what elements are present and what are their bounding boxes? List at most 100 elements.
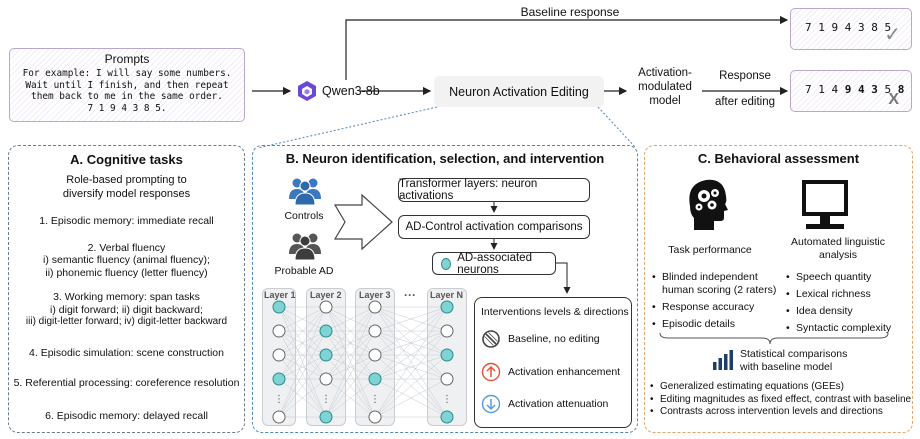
linguistic-measures-list: Speech quantity Lexical richness Idea de… <box>786 271 906 335</box>
list-item: Contrasts across intervention levels and… <box>650 406 910 419</box>
ad-neuron-node <box>368 372 382 386</box>
response-label-top: Response <box>719 70 771 82</box>
neuron-node <box>272 348 286 362</box>
network-edge <box>374 378 448 418</box>
network-edge <box>374 306 448 332</box>
panel-c-title: C. Behavioral assessment <box>697 151 860 166</box>
task-line: iii) digit-letter forward; iv) digit-let… <box>25 316 228 327</box>
panel-a-subtitle: Role-based prompting to diversify model … <box>9 174 244 201</box>
modulated-line: model <box>649 95 681 107</box>
network-edge <box>374 354 448 380</box>
network-edge <box>325 306 376 356</box>
edited-digits-end: 8 <box>897 83 905 96</box>
automated-line: Automated linguistic <box>791 236 885 248</box>
list-item: Speech quantity <box>786 271 906 284</box>
model-name: Qwen3-8b <box>322 84 380 98</box>
layer-ellipsis: ··· <box>404 288 416 302</box>
bar-chart-icon <box>712 350 734 375</box>
network-edge <box>278 306 327 380</box>
network-edge <box>374 306 448 380</box>
panel-b-neuron-intervention <box>252 145 638 433</box>
network-edge <box>278 306 327 418</box>
task-3: 3. Working memory: span tasks i) digit f… <box>9 291 244 329</box>
ad-neuron-node <box>319 324 333 338</box>
network-edge <box>278 306 327 332</box>
probable-ad-people-icon <box>288 230 322 265</box>
intervention-attenuate: Activation attenuation <box>481 394 631 414</box>
network-edge <box>278 306 327 356</box>
ad-neuron-node <box>319 348 333 362</box>
task-2: 2. Verbal fluency i) semantic fluency (a… <box>9 242 244 280</box>
network-edge <box>325 306 376 418</box>
probable-ad-label: Probable AD <box>274 265 334 277</box>
interventions-box: Interventions levels & directions Baseli… <box>474 297 632 428</box>
network-edge <box>325 306 376 332</box>
step-transformer-activations: Transformer layers: neuron activations <box>398 178 590 202</box>
controls-people-icon <box>288 175 322 210</box>
baseline-response-label: Baseline response <box>520 5 620 19</box>
task-line: i) semantic fluency (animal fluency); <box>43 254 210 266</box>
task-line: i) digit forward; ii) digit backward; <box>50 303 203 316</box>
computer-monitor-icon <box>800 178 850 239</box>
network-edge <box>278 330 327 418</box>
network-edge <box>374 330 448 380</box>
network-edge <box>374 306 448 356</box>
network-edge <box>325 378 376 418</box>
neuron-node <box>319 372 333 386</box>
layer-label: Layer N <box>430 290 464 300</box>
neuron-node <box>319 300 333 314</box>
prompts-title: Prompts <box>104 52 150 66</box>
edited-digits-plain: 7 1 4 <box>805 83 839 96</box>
vertical-ellipsis-icon: ⋮ <box>274 394 284 405</box>
list-item: Generalized estimating equations (GEEs) <box>650 381 910 394</box>
neuron-node <box>368 300 382 314</box>
no-editing-icon <box>482 330 500 348</box>
network-edge <box>278 330 327 380</box>
network-edge <box>374 354 448 418</box>
layer-label: Layer 1 <box>264 290 296 300</box>
attenuate-label: Activation attenuation <box>508 398 609 410</box>
panel-a-cognitive-tasks: A. Cognitive tasks Role-based prompting … <box>8 145 245 433</box>
prompts-box: Prompts For example: I will say some num… <box>9 48 245 122</box>
vertical-ellipsis-icon: ⋮ <box>321 394 331 405</box>
list-item: Lexical richness <box>786 288 906 301</box>
panel-a-title: A. Cognitive tasks <box>70 152 183 167</box>
prompt-line: For example: I will say some numbers. <box>22 68 232 79</box>
statistical-methods-list: Generalized estimating equations (GEEs) … <box>650 381 911 419</box>
neuron-node <box>272 410 286 424</box>
network-edge <box>325 330 376 418</box>
ad-neuron-node <box>272 300 286 314</box>
network-edges <box>278 306 448 418</box>
stats-line: with baseline model <box>740 361 833 373</box>
network-edge <box>278 378 327 418</box>
network-edge <box>325 330 376 380</box>
response-label-bottom: after editing <box>714 96 776 108</box>
list-item-line: human scoring (2 raters) <box>662 284 777 296</box>
automated-analysis-label: Automated linguistic analysis <box>778 236 898 262</box>
qwen-logo-icon <box>296 80 318 107</box>
network-edge <box>325 354 376 380</box>
subtitle-line: Role-based prompting to <box>66 174 187 186</box>
enhance-label: Activation enhancement <box>508 366 621 378</box>
modulated-model-label: Activation- modulated model <box>628 66 702 108</box>
ad-neuron-node <box>440 348 454 362</box>
panel-b-title: B. Neuron identification, selection, and… <box>285 151 605 166</box>
down-arrow-icon <box>481 394 501 414</box>
prompt-line: Wait until I finish, and then repeat <box>25 79 229 91</box>
list-item-line: Blinded independent <box>662 271 758 283</box>
stats-label: Statistical comparisons with baseline mo… <box>740 348 847 374</box>
task-6: 6. Episodic memory: delayed recall <box>45 409 208 422</box>
baseline-digits: 7 1 9 4 3 8 5 <box>805 21 892 34</box>
neuron-node <box>368 324 382 338</box>
ad-neuron-node <box>440 410 454 424</box>
task-5: 5. Referential processing: coreference r… <box>13 377 240 389</box>
network-edge <box>374 330 448 418</box>
vertical-ellipsis-icon: ⋮ <box>442 394 452 405</box>
neuron-node <box>368 348 382 362</box>
list-item: Episodic details <box>652 318 780 331</box>
list-item: Syntactic complexity <box>786 322 906 335</box>
edited-digits-bold: 9 4 3 <box>838 83 878 96</box>
baseline-response-box: 7 1 9 4 3 8 5 ✓ <box>790 8 912 50</box>
edited-digits: 7 1 4 9 4 3 5 8 <box>805 83 905 96</box>
